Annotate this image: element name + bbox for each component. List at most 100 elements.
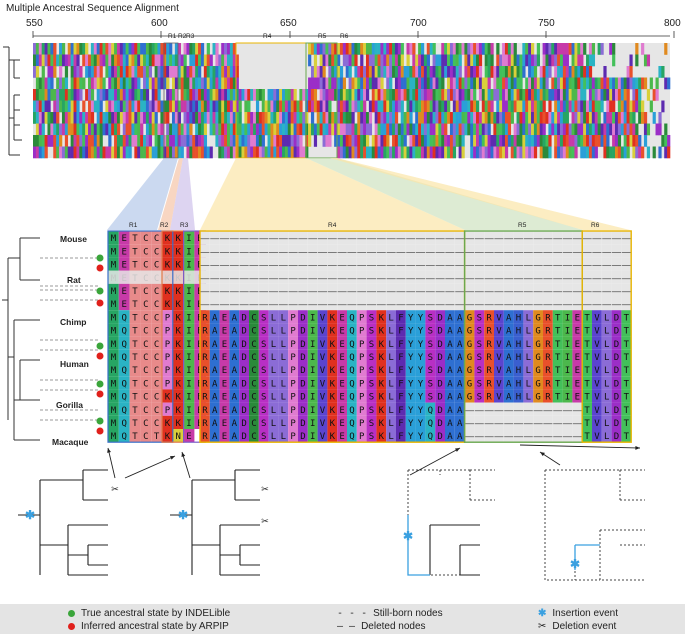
gap-cell [209,244,220,258]
overview-cell [33,146,37,159]
residue-cell [172,429,184,443]
overview-cell [580,77,584,90]
gap-cell [288,257,298,271]
residue-cell [209,402,220,416]
overview-cell [134,100,138,113]
true-state-dot [96,380,104,388]
residue-letter: R [486,379,492,389]
overview-cell [337,100,341,113]
overview-cell [655,77,659,90]
overview-cell [594,89,598,101]
residue-letter: L [281,406,286,416]
gap-cell [474,257,485,271]
gap-cell [621,270,632,284]
overview-cell [189,66,193,78]
residue-cell [572,363,583,377]
gap-cell [454,244,465,258]
gap-cell [572,283,583,297]
overview-cell [632,146,636,159]
residue-letter: K [175,366,181,376]
overview-cell [192,54,196,67]
overview-cell [516,135,520,147]
overview-cell [528,100,532,113]
overview-cell [180,77,184,90]
gap-cell [513,257,524,271]
residue-letter: L [604,406,609,416]
overview-cell [371,66,375,78]
residue-cell [307,336,318,350]
overview-cell [423,123,428,136]
overview-cell [296,100,300,113]
gap-cell [249,283,259,297]
residue-letter: D [300,393,305,403]
overview-cell [148,112,153,124]
overview-cell [93,77,97,90]
overview-cell [522,146,526,159]
overview-cell [542,89,546,101]
residue-cell [129,389,141,403]
overview-cell [617,146,622,159]
gap-cell [356,270,367,284]
overview-cell [339,135,344,147]
residue-cell [118,310,130,324]
species-gorilla: Gorilla [56,400,83,410]
residue-cell [258,323,269,337]
overview-cell [116,135,121,147]
residue-letter: T [584,327,590,337]
overview-cell [319,77,323,90]
overview-cell [47,135,51,147]
gap-cell [219,257,230,271]
overview-cell [490,66,494,78]
residue-letter: I [565,353,570,363]
overview-cell [44,54,48,67]
overview-cell [623,77,627,90]
gap-cell [415,297,426,311]
residue-letter: L [281,419,286,429]
overview-cell [267,89,271,101]
residue-cell [592,415,602,429]
gap-dash: — [563,286,572,296]
residue-letter: T [624,432,630,442]
residue-letter: S [261,313,266,323]
overview-cell [597,112,601,124]
gap-cell [503,415,514,429]
overview-cell [502,89,506,101]
gap-cell [503,402,514,416]
overview-cell [629,100,633,113]
residue-cell [445,376,455,390]
gap-cell [258,270,269,284]
residue-cell [209,323,220,337]
residue-letter: Y [408,419,414,429]
gap-cell [298,297,308,311]
residue-cell [268,310,279,324]
overview-cell [64,135,69,147]
overview-cell [380,66,384,78]
gap-dash: — [269,233,278,243]
residue-letter: D [300,379,305,389]
overview-cell [484,43,488,55]
residue-letter: L [281,432,286,442]
overview-cell [357,66,361,78]
overview-cell [513,135,517,147]
overview-cell [308,89,312,101]
overview-cell [76,112,80,124]
residue-letter: I [565,379,570,389]
residue-cell [494,310,504,324]
residue-letter: A [457,419,463,429]
overview-cell [504,66,509,78]
gap-dash: — [406,233,415,243]
overview-cell [394,112,399,124]
gap-cell [268,297,279,311]
overview-cell [641,112,645,124]
overview-cell [452,123,457,136]
overview-cell [299,89,303,101]
overview-cell [504,146,509,159]
overview-cell [420,100,425,113]
overview-cell [157,89,161,101]
residue-letter: P [359,379,365,389]
gap-cell [229,231,240,245]
residue-letter: D [437,340,442,350]
overview-cell [383,100,387,113]
residue-cell [562,389,573,403]
overview-cell [632,112,636,124]
